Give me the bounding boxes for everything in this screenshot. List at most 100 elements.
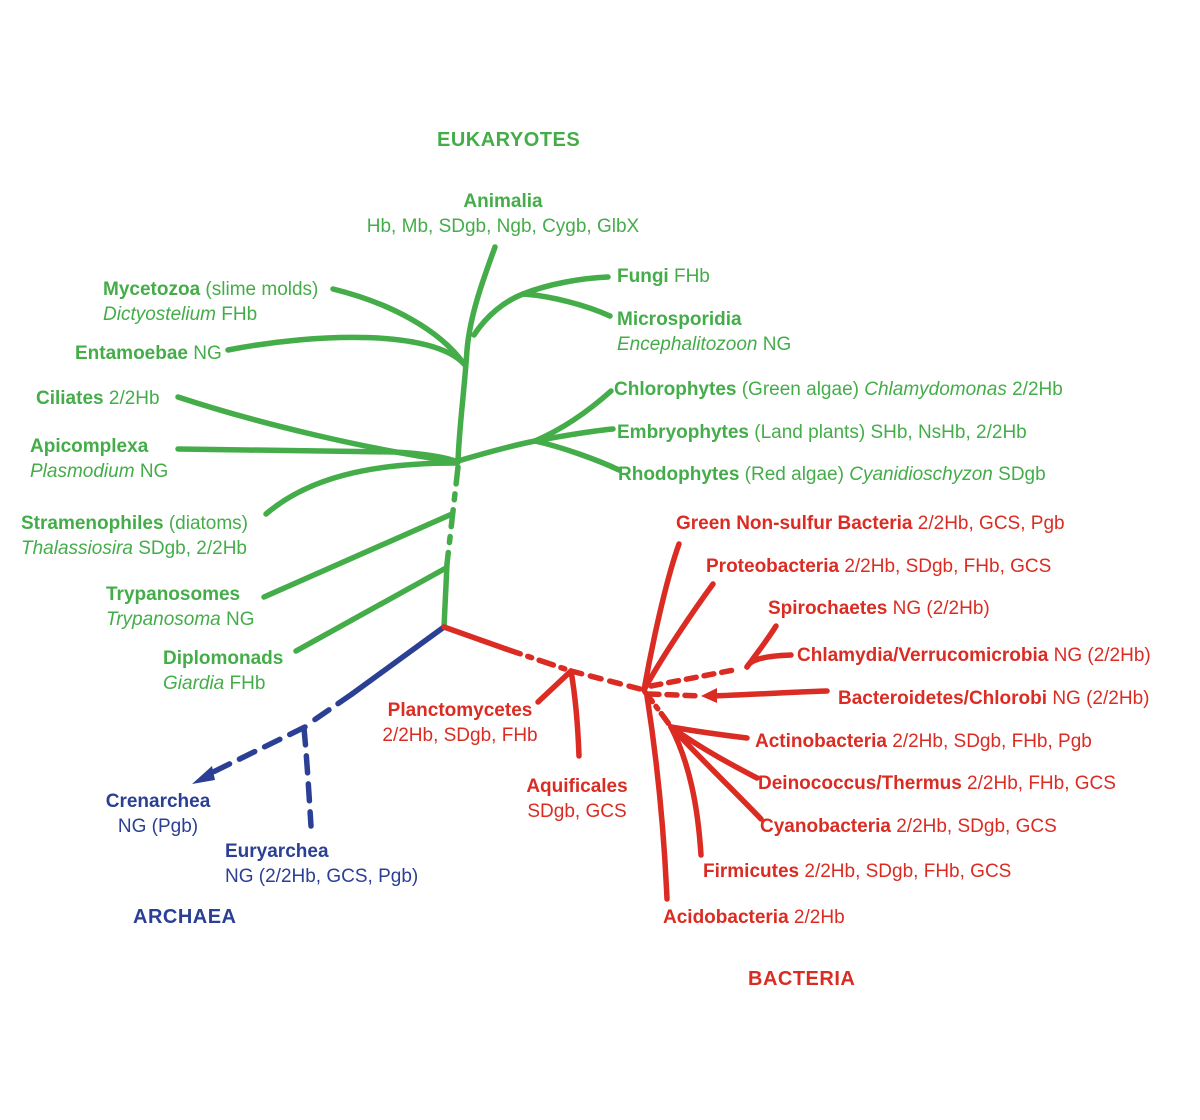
taxon-label-line: Green Non-sulfur Bacteria 2/2Hb, GCS, Pg…: [676, 511, 1065, 536]
taxon-label-part: Actinobacteria: [755, 731, 887, 752]
taxon-label-line: Plasmodium NG: [30, 459, 168, 484]
taxon-mycetozoa: Mycetozoa (slime molds)Dictyostelium FHb: [103, 277, 318, 327]
branch-crenarchea: [206, 724, 308, 777]
branch-trypanosomes: [261, 511, 455, 600]
taxon-label-part: Proteobacteria: [706, 556, 840, 577]
taxon-label-line: Actinobacteria 2/2Hb, SDgb, FHb, Pgb: [755, 729, 1092, 754]
taxon-label-part: Animalia: [463, 191, 543, 212]
taxon-rhodophytes: Rhodophytes (Red algae) Cyanidioschyzon …: [618, 462, 1046, 487]
taxon-label-line: Entamoebae NG: [75, 341, 222, 366]
taxon-label-part: 2/2Hb, SDgb, FHb: [382, 725, 538, 746]
branch-acidobacteria: [644, 693, 670, 902]
taxon-label-part: FHb: [215, 304, 258, 325]
taxon-label-part: Dictyostelium: [103, 304, 216, 325]
taxon-label-part: SDgb: [992, 464, 1046, 485]
taxon-label-part: Aquificales: [526, 776, 628, 797]
branch-diplomonads: [293, 565, 449, 654]
taxon-label-line: Encephalitozoon NG: [617, 332, 791, 357]
taxon-label-part: 2/2Hb, SDgb, FHb, GCS: [839, 556, 1052, 577]
taxon-label-part: 2/2Hb, SDgb, GCS: [890, 816, 1057, 837]
branch-bacteria-hub-dashed: [568, 668, 647, 693]
taxon-label-line: Giardia FHb: [163, 671, 283, 696]
taxon-label-part: NG (2/2Hb): [887, 598, 990, 619]
taxon-label-line: Mycetozoa (slime molds): [103, 277, 318, 302]
taxon-label-part: 2/2Hb, SDgb, FHb, GCS: [799, 861, 1012, 882]
branch-rhodophytes: [532, 438, 622, 473]
taxon-label-part: (Land plants) SHb, NsHb, 2/2Hb: [748, 422, 1027, 443]
taxon-label-part: NG: [757, 334, 792, 355]
branch-bacteroidetes: [709, 688, 830, 699]
taxon-chlamydia: Chlamydia/Verrucomicrobia NG (2/2Hb): [797, 643, 1151, 668]
taxon-label-line: Stramenophiles (diatoms): [21, 511, 248, 536]
taxon-label-line: NG (2/2Hb, GCS, Pgb): [225, 864, 418, 889]
taxon-label-part: Embryophytes: [617, 422, 749, 443]
taxon-label-line: Euryarchea: [225, 839, 418, 864]
taxon-stramenophiles: Stramenophiles (diatoms)Thalassiosira SD…: [21, 511, 248, 561]
taxon-label-part: Euryarchea: [225, 841, 329, 862]
taxon-label-part: Planctomycetes: [387, 700, 533, 721]
taxon-label-line: Chlamydia/Verrucomicrobia NG (2/2Hb): [797, 643, 1151, 668]
taxon-label-line: Thalassiosira SDgb, 2/2Hb: [21, 536, 248, 561]
taxon-label-part: Cyanobacteria: [760, 816, 891, 837]
taxon-label-part: NG (2/2Hb, GCS, Pgb): [225, 866, 419, 887]
branch-archaea-stem: [349, 624, 447, 697]
taxon-label-part: Giardia: [163, 673, 225, 694]
taxon-label-part: Microsporidia: [617, 309, 742, 330]
taxon-label-part: Diplomonads: [163, 648, 284, 669]
taxon-label-line: Trypanosoma NG: [106, 607, 255, 632]
taxon-label-line: Diplomonads: [163, 646, 283, 671]
branch-actinobacteria: [668, 724, 750, 741]
taxon-label-line: Microsporidia: [617, 307, 791, 332]
taxon-deinococcus: Deinococcus/Thermus 2/2Hb, FHb, GCS: [758, 771, 1116, 796]
taxon-label-part: Fungi: [617, 266, 669, 287]
taxon-label-part: 2/2Hb, SDgb, FHb, Pgb: [886, 731, 1092, 752]
taxon-label-part: Chlamydia/Verrucomicrobia: [797, 645, 1049, 666]
taxon-label-part: Stramenophiles: [21, 513, 164, 534]
taxon-label-part: Bacteroidetes/Chlorobi: [838, 688, 1048, 709]
taxon-label-part: Spirochaetes: [768, 598, 888, 619]
taxon-label-line: Aquificales: [526, 774, 627, 799]
taxon-label-part: SDgb, 2/2Hb: [132, 538, 248, 559]
taxon-acidobacteria: Acidobacteria 2/2Hb: [663, 905, 845, 930]
taxon-label-line: Dictyostelium FHb: [103, 302, 318, 327]
branch-chlamydia: [744, 652, 794, 670]
taxon-label-line: Rhodophytes (Red algae) Cyanidioschyzon …: [618, 462, 1046, 487]
taxon-label-part: 2/2Hb, GCS, Pgb: [912, 513, 1065, 534]
taxon-label-line: Hb, Mb, SDgb, Ngb, Cygb, GlbX: [367, 214, 639, 239]
taxon-label-part: Ciliates: [36, 388, 104, 409]
taxon-label-part: (slime molds): [200, 279, 319, 300]
taxon-label-line: 2/2Hb, SDgb, FHb: [382, 723, 537, 748]
taxon-label-part: SDgb, GCS: [527, 801, 627, 822]
taxon-label-part: Encephalitozoon: [617, 334, 758, 355]
branch-aquificales: [568, 668, 582, 759]
taxon-label-part: NG: [134, 461, 169, 482]
taxon-label-line: Crenarchea: [106, 789, 211, 814]
branch-mycetozoa: [330, 286, 467, 367]
taxon-label-line: Firmicutes 2/2Hb, SDgb, FHb, GCS: [703, 859, 1011, 884]
taxon-label-part: (diatoms): [163, 513, 249, 534]
taxon-label-part: Trypanosomes: [106, 584, 241, 605]
taxon-embryophytes: Embryophytes (Land plants) SHb, NsHb, 2/…: [617, 420, 1027, 445]
title-eukaryotes: EUKARYOTES: [437, 129, 581, 151]
taxon-spirochaetes: Spirochaetes NG (2/2Hb): [768, 596, 990, 621]
branch-stramenophiles: [263, 460, 459, 517]
taxon-label-part: Crenarchea: [105, 791, 211, 812]
taxon-label-part: Deinococcus/Thermus: [758, 773, 962, 794]
branch-cyanobacteria: [668, 724, 764, 822]
branch-bacteria-stem: [441, 624, 509, 652]
taxon-label-part: Hb, Mb, SDgb, Ngb, Cygb, GlbX: [366, 216, 640, 237]
branch-microsporidia: [520, 291, 613, 319]
branch-apicomplexa: [175, 446, 461, 465]
branch-proteobacteria: [641, 581, 716, 693]
branch-entamoebae: [225, 334, 468, 368]
taxon-label-part: Entamoebae: [75, 343, 188, 364]
taxon-label-part: (Green algae): [736, 379, 865, 400]
taxon-label-part: NG (2/2Hb): [1048, 645, 1151, 666]
taxon-label-line: Fungi FHb: [617, 264, 710, 289]
taxon-label-part: NG (2/2Hb): [1047, 688, 1150, 709]
